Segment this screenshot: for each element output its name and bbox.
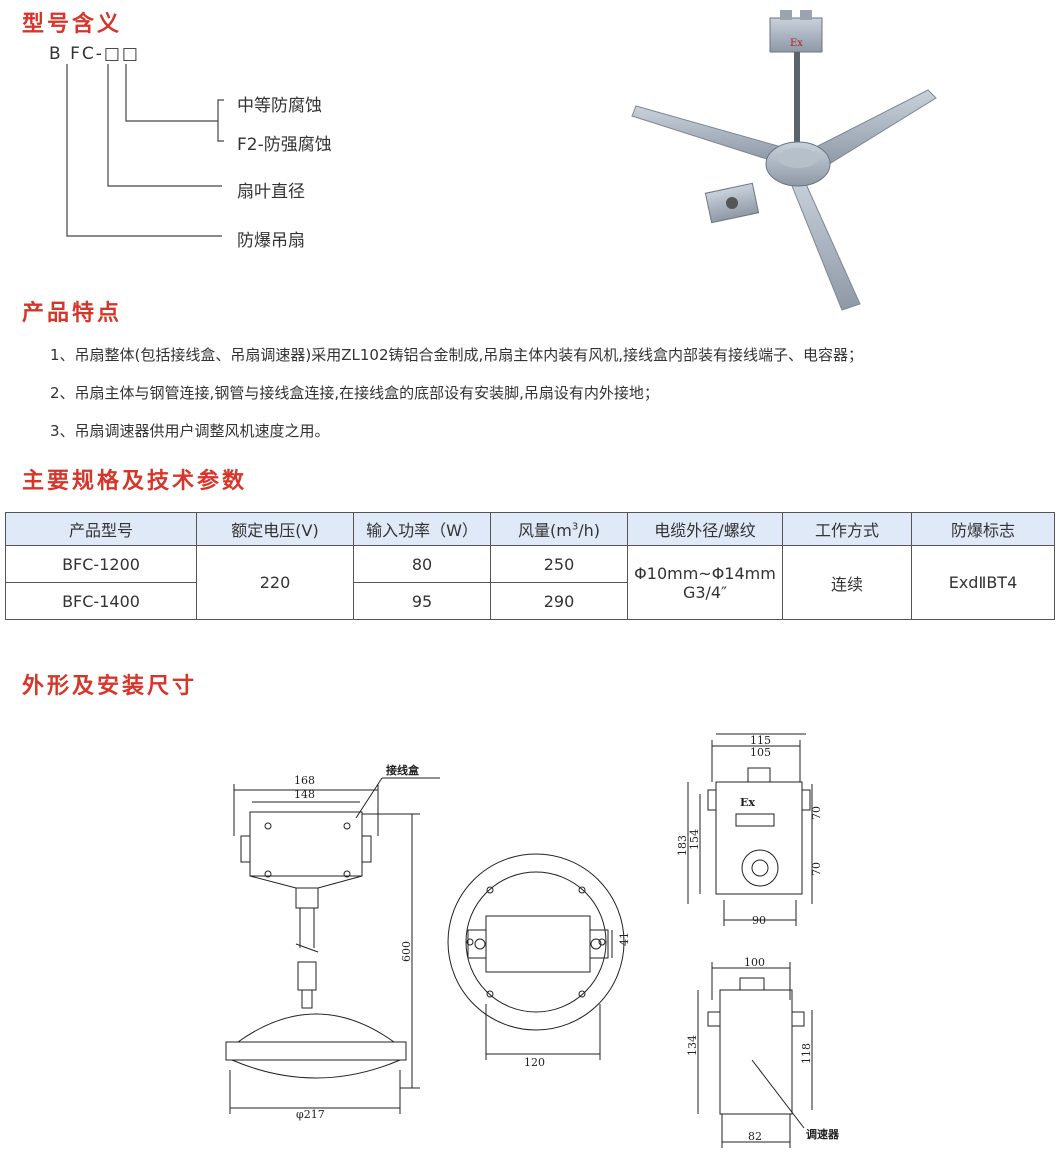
spec-table: 产品型号 额定电压(V) 输入功率（W） 风量(m3/h) 电缆外径/螺纹 工作… — [5, 512, 1055, 620]
dim-105: 105 — [750, 746, 771, 759]
cell-airflow: 290 — [490, 582, 628, 620]
table-row: BFC-1400 95 290 — [5, 582, 1055, 620]
dim-168: 168 — [294, 774, 315, 787]
model-code-diagram: B FC-□□ 中等防腐蚀 F2-防强腐蚀 扇叶直径 防爆吊扇 — [0, 0, 420, 270]
header-airflow: 风量(m3/h) — [490, 512, 628, 546]
header-model: 产品型号 — [5, 512, 197, 546]
svg-text:Ex: Ex — [790, 38, 803, 49]
dim-134: 134 — [686, 1035, 699, 1056]
cell-mode: 连续 — [782, 545, 912, 620]
section-title-model-meaning: 型号含义 — [22, 12, 123, 37]
feature-item-2: 2、吊扇主体与钢管连接,钢管与接线盒连接,在接线盒的底部设有安装脚,吊扇设有内外… — [50, 384, 659, 402]
model-code: B FC-□□ — [49, 44, 140, 64]
dim-70-upper: 70 — [810, 806, 823, 820]
dimension-drawing: 168 148 接线盒 600 φ217 120 41 115 105 183 … — [225, 733, 840, 1148]
dim-70-lower: 70 — [810, 862, 823, 876]
header-cable: 电缆外径/螺纹 — [627, 512, 783, 546]
dim-90: 90 — [752, 914, 766, 927]
cell-power: 95 — [353, 582, 491, 620]
dim-41: 41 — [618, 932, 631, 946]
feature-item-1: 1、吊扇整体(包括接线盒、吊扇调速器)采用ZL102铸铝合金制成,吊扇主体内装有… — [50, 346, 864, 364]
section-title-features: 产品特点 — [22, 301, 123, 326]
code-label-strong: F2-防强腐蚀 — [237, 135, 332, 155]
dim-82: 82 — [748, 1130, 762, 1143]
model-code-lines — [66, 64, 224, 237]
header-exmark: 防爆标志 — [911, 512, 1055, 546]
cell-voltage: 220 — [196, 545, 354, 620]
dim-600: 600 — [400, 941, 413, 962]
header-airflow-sup: 3 — [571, 521, 579, 533]
cell-model: BFC-1400 — [5, 582, 197, 620]
code-label-type: 防爆吊扇 — [237, 231, 305, 251]
cell-airflow: 250 — [490, 545, 628, 583]
dim-115: 115 — [750, 734, 771, 747]
cell-exmark: ExdⅡBT4 — [911, 545, 1055, 620]
cell-cable-diameter: Φ10mm~Φ14mm — [634, 563, 776, 583]
code-label-medium: 中等防腐蚀 — [237, 96, 322, 116]
label-regulator: 调速器 — [806, 1127, 840, 1141]
ceiling-fan-photo: Ex — [631, 10, 937, 311]
header-airflow-text: 风量(m — [518, 521, 572, 540]
label-junction-box: 接线盒 — [386, 763, 420, 777]
dim-118: 118 — [800, 1043, 813, 1064]
dim-148: 148 — [294, 788, 315, 801]
code-label-diameter: 扇叶直径 — [237, 182, 305, 202]
header-voltage: 额定电压(V) — [196, 512, 354, 546]
spec-table-header-row: 产品型号 额定电压(V) 输入功率（W） 风量(m3/h) 电缆外径/螺纹 工作… — [5, 512, 1055, 546]
cell-model: BFC-1200 — [5, 545, 197, 583]
dim-217: φ217 — [296, 1108, 325, 1121]
ex-mark: Ex — [740, 796, 755, 809]
dim-100: 100 — [744, 956, 765, 969]
section-title-specs: 主要规格及技术参数 — [22, 469, 248, 494]
header-power: 输入功率（W） — [353, 512, 491, 546]
dim-183: 183 — [676, 835, 689, 856]
header-mode: 工作方式 — [782, 512, 912, 546]
dim-120: 120 — [524, 1056, 545, 1069]
section-title-dimensions: 外形及安装尺寸 — [22, 674, 198, 699]
header-airflow-unit: /h) — [578, 521, 600, 540]
feature-item-3: 3、吊扇调速器供用户调整风机速度之用。 — [50, 422, 330, 440]
dim-154: 154 — [688, 829, 701, 850]
cell-cable-thread: G3/4″ — [682, 582, 728, 602]
cell-power: 80 — [353, 545, 491, 583]
